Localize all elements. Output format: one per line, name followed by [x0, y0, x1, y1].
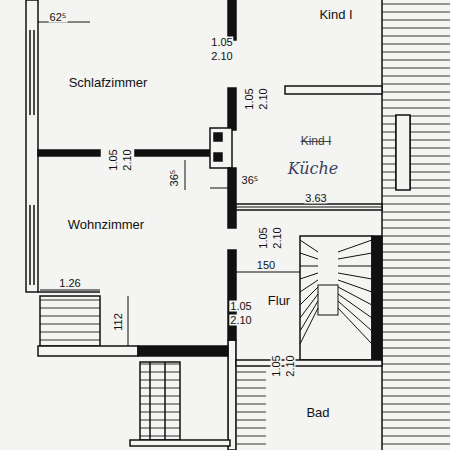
room-label: Küche — [287, 161, 340, 177]
dimension-label: 2.10 — [285, 354, 296, 377]
dimension-label: 1.26 — [58, 278, 81, 289]
dimension-label: 2.10 — [122, 148, 133, 171]
dimension-label: 2.10 — [258, 87, 269, 110]
dimension-label: 62⁵ — [49, 12, 68, 23]
dimension-label: 36⁵ — [169, 169, 180, 188]
dimension-label: 1.05 — [271, 354, 282, 377]
stair-symbol — [300, 240, 372, 344]
dimension-label: 1.05 — [210, 37, 233, 48]
dimension-label: 3.63 — [304, 193, 327, 204]
room-label: Wohnzimmer — [67, 218, 145, 231]
dimension-label: 1.05 — [229, 301, 252, 312]
dimension-label: 2.10 — [229, 315, 252, 326]
dimension-lines — [38, 22, 382, 346]
dimension-label: 112 — [113, 312, 124, 332]
dimension-label: 1.05 — [244, 87, 255, 110]
dimension-label: 36⁵ — [241, 175, 260, 186]
room-label: Kind I — [300, 135, 333, 147]
dimension-label: 1.05 — [108, 148, 119, 171]
dimension-label: 150 — [256, 260, 276, 271]
walls — [26, 0, 450, 450]
room-label: Flur — [267, 294, 291, 307]
dimension-label: 2.10 — [272, 226, 283, 249]
room-label: Kind I — [318, 8, 353, 21]
room-label: Schlafzimmer — [68, 76, 149, 89]
room-label: Bad — [305, 406, 330, 419]
dimension-label: 1.05 — [258, 226, 269, 249]
dimension-label: 2.10 — [210, 51, 233, 62]
